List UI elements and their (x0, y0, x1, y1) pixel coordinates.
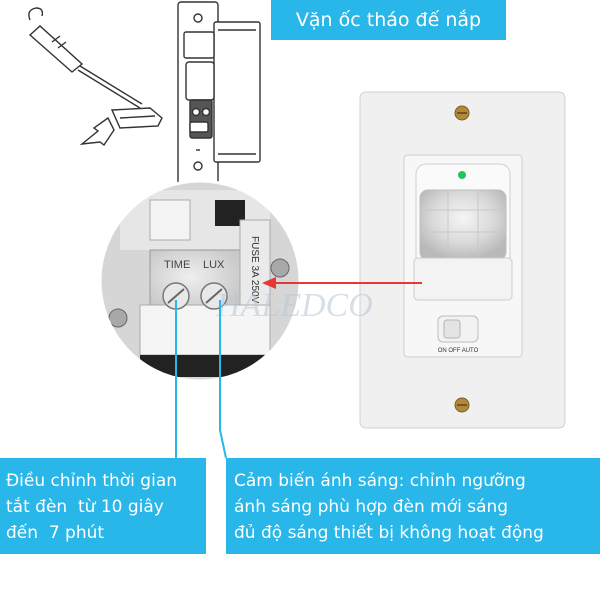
lux-knob-label: LUX (203, 259, 225, 271)
wall-switch-photo: ON OFF AUTO (359, 91, 566, 429)
screwdriver-illustration (28, 7, 143, 109)
time-caption-line-3: đến 7 phút (6, 523, 105, 543)
time-caption-line-2: tắt đèn từ 10 giây (6, 497, 164, 517)
zoom-view-photo: TIME LUX FUSE 3A 250V (100, 181, 300, 381)
switch-position-label: ON OFF AUTO (438, 348, 479, 354)
lux-caption-line-1: Cảm biến ánh sáng: chỉnh ngưỡng (234, 471, 526, 491)
fuse-label: FUSE 3A 250V (249, 236, 260, 304)
time-caption-line-1: Điều chỉnh thời gian (6, 471, 178, 491)
watermark-logo: HALEDCO (215, 287, 373, 324)
time-knob-label: TIME (164, 259, 190, 271)
switch-assembly-illustration (177, 1, 261, 189)
time-caption-box: Điều chỉnh thời gian tắt đèn từ 10 giây … (0, 458, 206, 554)
removal-arrow-icon (79, 116, 115, 147)
zoom-pointer-arrow (262, 277, 422, 289)
callout-lines (175, 300, 227, 459)
zoom-circle-border (98, 179, 302, 383)
title-banner: Vặn ốc tháo đế nắp (271, 0, 506, 40)
lux-caption-box: Cảm biến ánh sáng: chỉnh ngưỡng ánh sáng… (226, 458, 600, 554)
lux-caption-line-3: đủ độ sáng thiết bị không hoạt động (234, 523, 544, 543)
cover-plate-illustration (110, 107, 163, 129)
lux-caption-line-2: ánh sáng phù hợp đèn mới sáng (234, 497, 509, 517)
